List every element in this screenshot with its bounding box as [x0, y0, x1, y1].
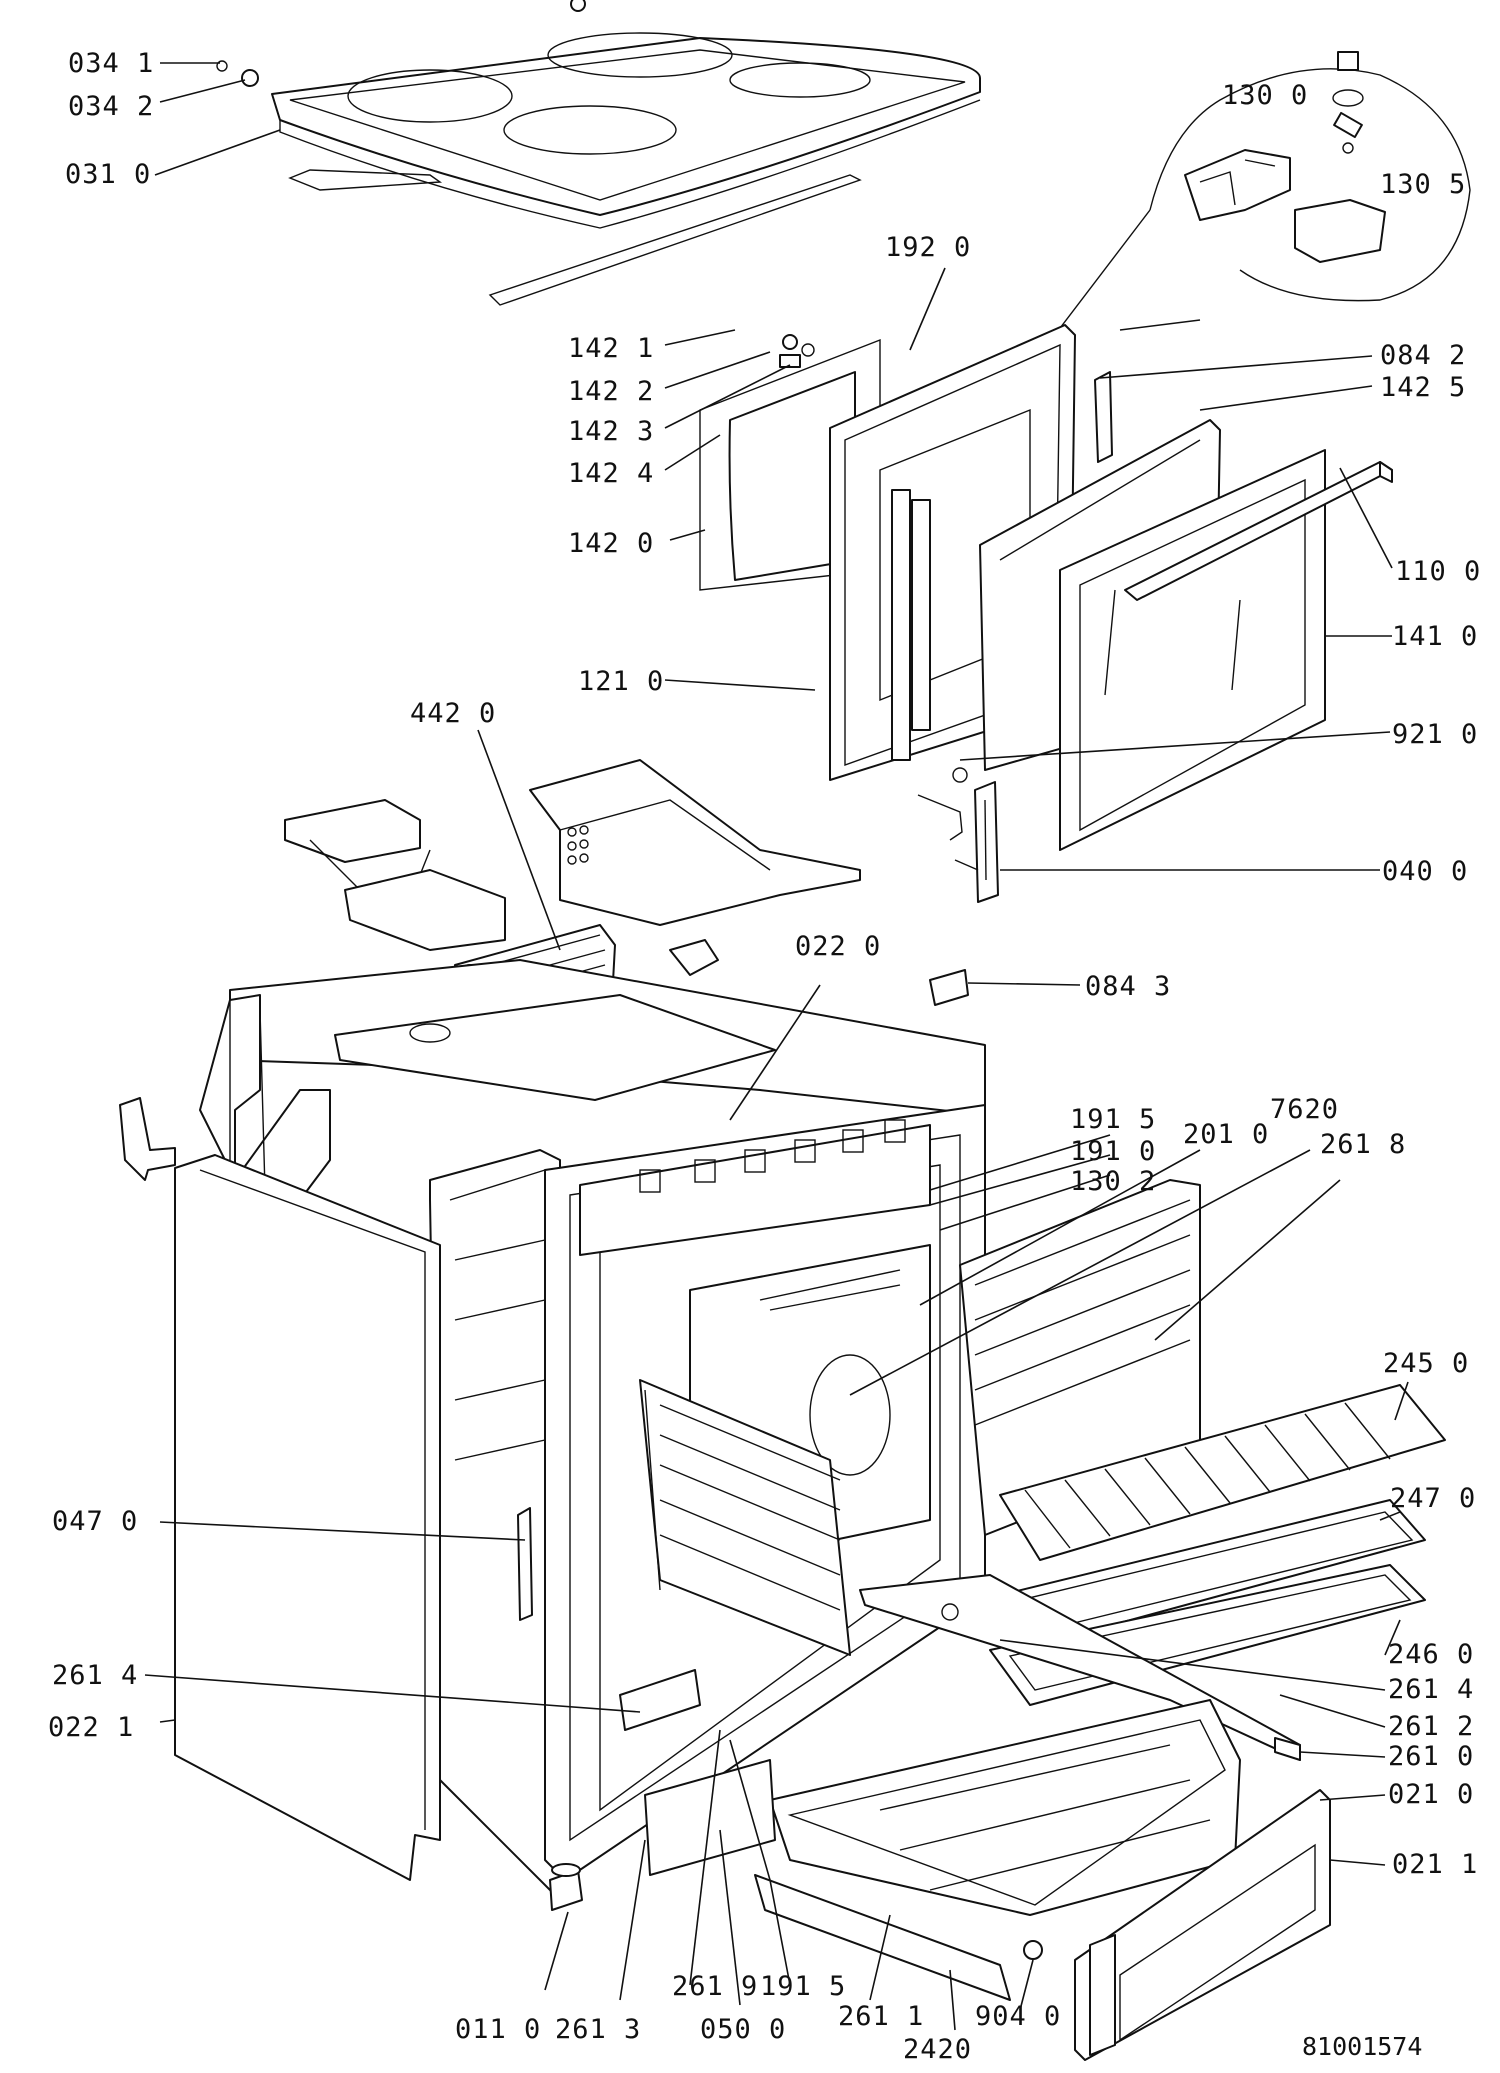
callout-047-0: 047 0 — [52, 1506, 138, 1537]
callout-034-2: 034 2 — [68, 91, 154, 122]
leader-lines — [144, 62, 1409, 2031]
callout-084-2: 084 2 — [1380, 340, 1466, 371]
callout-021-0: 021 0 — [1388, 1779, 1474, 1810]
callout-247-0: 247 0 — [1390, 1483, 1476, 1514]
vent-holes — [567, 825, 589, 865]
callout-021-1: 021 1 — [1392, 1849, 1478, 1880]
callout-245-0: 245 0 — [1383, 1348, 1469, 1379]
callout-022-0: 022 0 — [795, 931, 881, 962]
callout-192-0: 192 0 — [885, 232, 971, 263]
callout-130-2: 130 2 — [1070, 1166, 1156, 1197]
callout-2420: 2420 — [903, 2034, 972, 2065]
callout-110-0: 110 0 — [1395, 556, 1481, 587]
telescopic-runners — [619, 1574, 1301, 1761]
callout-034-1: 034 1 — [68, 48, 154, 79]
callout-130-0: 130 0 — [1222, 80, 1308, 111]
callout-040-0: 040 0 — [1382, 856, 1468, 887]
left-shelf-runners — [639, 1379, 851, 1656]
callout-142-5: 142 5 — [1380, 372, 1466, 403]
control-knobs — [639, 1119, 906, 1193]
wire-shelf-245-0 — [999, 1384, 1446, 1561]
callout-142-0: 142 0 — [568, 528, 654, 559]
bracket-047-0 — [119, 1097, 533, 1621]
door-hinge-040-0 — [917, 781, 999, 903]
callout-191-0: 191 0 — [1070, 1136, 1156, 1167]
callout-011-0: 011 0 — [455, 2014, 541, 2045]
callout-142-1: 142 1 — [568, 333, 654, 364]
door-switch-detail — [989, 51, 1471, 421]
callout-142-4: 142 4 — [568, 458, 654, 489]
right-shelf-runners — [959, 1179, 1201, 1536]
callout-130-5: 130 5 — [1380, 169, 1466, 200]
callout-261-3: 261 3 — [555, 2014, 641, 2045]
callout-261-4-right: 261 4 — [1388, 1674, 1474, 1705]
callout-261-1: 261 1 — [838, 2001, 924, 2032]
callout-904-0: 904 0 — [975, 2001, 1061, 2032]
callout-261-8: 261 8 — [1320, 1129, 1406, 1160]
callout-191-5-bottom: 191 5 — [760, 1971, 846, 2002]
callout-050-0: 050 0 — [700, 2014, 786, 2045]
callout-121-0: 121 0 — [578, 666, 664, 697]
callout-921-0: 921 0 — [1392, 719, 1478, 750]
callout-442-0: 442 0 — [410, 698, 496, 729]
callout-261-2: 261 2 — [1388, 1711, 1474, 1742]
callout-201-0: 201 0 — [1183, 1119, 1269, 1150]
drawer-front-021-1 — [1074, 1789, 1331, 2061]
callout-7620: 7620 — [1270, 1094, 1339, 1125]
callout-142-2: 142 2 — [568, 376, 654, 407]
storage-drawer — [644, 1699, 1241, 2001]
callout-261-0: 261 0 — [1388, 1741, 1474, 1772]
callout-261-4-left: 261 4 — [52, 1660, 138, 1691]
cooktop-031-0 — [216, 0, 981, 306]
oven-door-outer — [952, 319, 1393, 851]
callout-191-5-top: 191 5 — [1070, 1104, 1156, 1135]
callout-022-1: 022 1 — [48, 1712, 134, 1743]
callout-246-0: 246 0 — [1388, 1639, 1474, 1670]
callout-084-3: 084 3 — [1085, 971, 1171, 1002]
callout-142-3: 142 3 — [568, 416, 654, 447]
callout-141-0: 141 0 — [1392, 621, 1478, 652]
document-number: 81001574 — [1302, 2032, 1422, 2061]
callout-labels: 034 1 034 2 031 0 130 0 130 5 192 0 142 … — [48, 48, 1481, 2065]
side-panel-022-1 — [174, 1154, 441, 1881]
callout-261-9: 261 9 — [672, 1971, 758, 2002]
adjustable-foot-011-0 — [549, 1863, 1043, 1960]
callout-031-0: 031 0 — [65, 159, 151, 190]
